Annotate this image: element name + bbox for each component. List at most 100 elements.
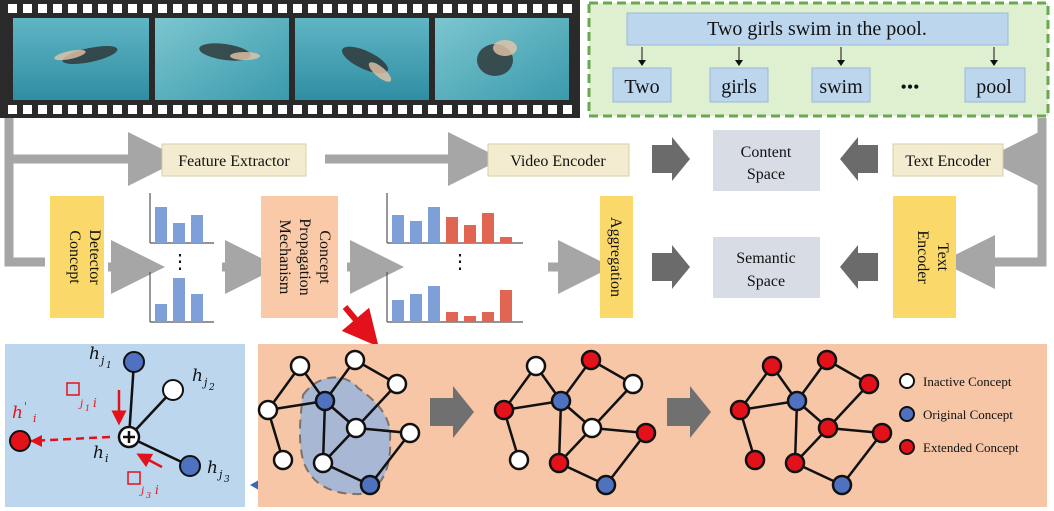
graph-node [312, 452, 334, 474]
film-hole [68, 4, 77, 13]
bar [446, 217, 458, 243]
bar [482, 213, 494, 243]
graph-node [581, 417, 603, 439]
film-hole [8, 4, 17, 13]
graph-edge [793, 400, 799, 464]
graph-node [761, 355, 783, 377]
film-hole [233, 4, 242, 13]
svg-text:i: i [93, 396, 97, 410]
film-hole [293, 4, 302, 13]
film-hole [353, 105, 362, 114]
film-hole [398, 4, 407, 13]
bar [155, 207, 167, 243]
bar [500, 237, 512, 243]
film-hole [563, 4, 572, 13]
graph-node [635, 422, 657, 444]
arrow-to-semantic-right [840, 245, 878, 289]
film-hole [38, 4, 47, 13]
svg-text:j: j [201, 376, 208, 389]
bar [464, 316, 476, 322]
graph-node [525, 355, 547, 377]
svg-text:Aggregation: Aggregation [607, 217, 624, 297]
svg-text:1: 1 [85, 404, 90, 413]
film-hole [278, 4, 287, 13]
film-hole [338, 4, 347, 13]
graph-node [871, 422, 893, 444]
graph-node [786, 390, 808, 412]
film-hole [248, 4, 257, 13]
svg-text:h: h [89, 344, 100, 364]
graph-edge [841, 432, 883, 486]
graph-edge [557, 400, 563, 464]
film-hole [458, 105, 467, 114]
graph-node [858, 373, 880, 395]
graph-node [744, 449, 766, 471]
film-hole [368, 105, 377, 114]
graph-node [386, 373, 408, 395]
graph-node [399, 422, 421, 444]
graph-node [595, 474, 617, 496]
word-box [964, 67, 1026, 103]
film-hole [338, 105, 347, 114]
svg-text:i: i [155, 483, 159, 497]
text-encoder-top-block: Text Encoder [892, 143, 1004, 177]
film-hole [323, 105, 332, 114]
graph-node [831, 474, 853, 496]
graph-node [622, 373, 644, 395]
film-hole [383, 105, 392, 114]
node-h-j1 [123, 351, 145, 373]
graph-node [508, 449, 530, 471]
svg-text:Semantic: Semantic [736, 250, 796, 267]
bar [482, 312, 494, 322]
film-hole [458, 4, 467, 13]
svg-text:i: i [33, 412, 37, 425]
svg-text:': ' [24, 400, 27, 413]
film-hole [218, 105, 227, 114]
svg-text:Feature Extractor: Feature Extractor [178, 153, 290, 170]
film-hole [518, 4, 527, 13]
film-hole [53, 4, 62, 13]
film-hole [158, 105, 167, 114]
svg-text:Concept: Concept [66, 230, 83, 284]
bar [191, 215, 203, 243]
graph-node [272, 449, 294, 471]
film-hole [248, 105, 257, 114]
text-encoder-side-block: Encoder Text [893, 196, 956, 318]
graph-edge [605, 432, 647, 486]
concept-detector-block: Concept Detector [50, 196, 104, 318]
film-hole [203, 4, 212, 13]
svg-text:j: j [78, 399, 83, 410]
flow-arrows [4, 118, 1047, 294]
film-hole [83, 105, 92, 114]
film-hole [53, 105, 62, 114]
svg-text:Concept: Concept [316, 230, 333, 284]
svg-text:h: h [192, 366, 203, 386]
graph-node [580, 349, 602, 371]
propagation-block: Mechanism Propagation Concept [261, 196, 338, 318]
svg-text:Space: Space [747, 166, 785, 183]
film-hole [233, 105, 242, 114]
legend-original: Original Concept [923, 407, 1013, 422]
content-space-block: Content Space [713, 130, 820, 191]
bar [464, 225, 476, 243]
svg-text:3: 3 [146, 491, 151, 500]
graph-node [784, 452, 806, 474]
film-hole [68, 105, 77, 114]
film-hole [113, 105, 122, 114]
film-hole [353, 4, 362, 13]
film-hole [473, 4, 482, 13]
film-hole [443, 4, 452, 13]
node-h-prime-i [9, 430, 31, 452]
svg-text:Detector: Detector [86, 229, 103, 285]
film-hole [23, 105, 32, 114]
graph-node [493, 399, 515, 421]
film-hole [548, 105, 557, 114]
node-h-j2 [162, 379, 184, 401]
bar-chart-icons [149, 193, 523, 323]
word-token: Two [624, 76, 659, 98]
svg-text:h: h [93, 443, 104, 463]
film-hole [413, 105, 422, 114]
